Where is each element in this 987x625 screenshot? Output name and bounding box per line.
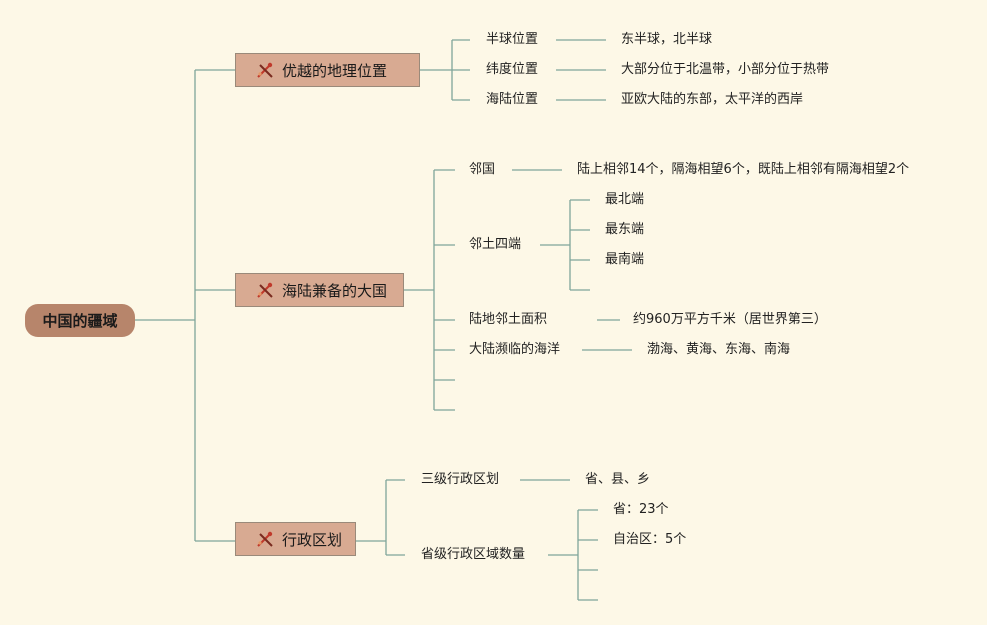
value-three-levels[interactable]: 省、县、乡 [585, 472, 651, 487]
node-province-count[interactable]: 省级行政区域数量 [421, 547, 526, 562]
value-latitude[interactable]: 大部分位于北温带，小部分位于热带 [621, 62, 830, 77]
branch-node-location[interactable]: 优越的地理位置 [235, 53, 420, 87]
branch-label: 行政区划 [282, 530, 343, 549]
value-hemisphere[interactable]: 东半球，北半球 [621, 32, 713, 47]
item-provinces[interactable]: 省：23个 [613, 502, 669, 517]
node-hemisphere[interactable]: 半球位置 [486, 32, 539, 47]
tools-icon [257, 62, 273, 78]
node-neighbors[interactable]: 邻国 [469, 162, 496, 177]
node-land-sea[interactable]: 海陆位置 [486, 92, 539, 107]
root-node[interactable]: 中国的疆域 [25, 304, 135, 337]
node-three-levels[interactable]: 三级行政区划 [421, 472, 500, 487]
value-neighbors[interactable]: 陆上相邻14个，隔海相望6个，既陆上相邻有隔海相望2个 [577, 162, 910, 177]
node-seas[interactable]: 大陆濒临的海洋 [469, 342, 561, 357]
value-land-sea[interactable]: 亚欧大陆的东部，太平洋的西岸 [621, 92, 804, 107]
item-northernmost[interactable]: 最北端 [605, 192, 645, 207]
node-land-area[interactable]: 陆地邻土面积 [469, 312, 548, 327]
branch-label: 优越的地理位置 [282, 61, 388, 80]
item-southernmost[interactable]: 最南端 [605, 252, 645, 267]
item-autonomous-regions[interactable]: 自治区：5个 [613, 532, 687, 547]
tools-icon [257, 531, 273, 547]
branch-label: 海陆兼备的大国 [282, 281, 388, 300]
node-extremities[interactable]: 邻土四端 [469, 237, 522, 252]
branch-node-admin[interactable]: 行政区划 [235, 522, 356, 556]
item-easternmost[interactable]: 最东端 [605, 222, 645, 237]
value-land-area[interactable]: 约960万平方千米（居世界第三） [633, 312, 827, 327]
branch-node-territory[interactable]: 海陆兼备的大国 [235, 273, 404, 307]
tools-icon [257, 282, 273, 298]
node-latitude[interactable]: 纬度位置 [486, 62, 539, 77]
value-seas[interactable]: 渤海、黄海、东海、南海 [647, 342, 791, 357]
